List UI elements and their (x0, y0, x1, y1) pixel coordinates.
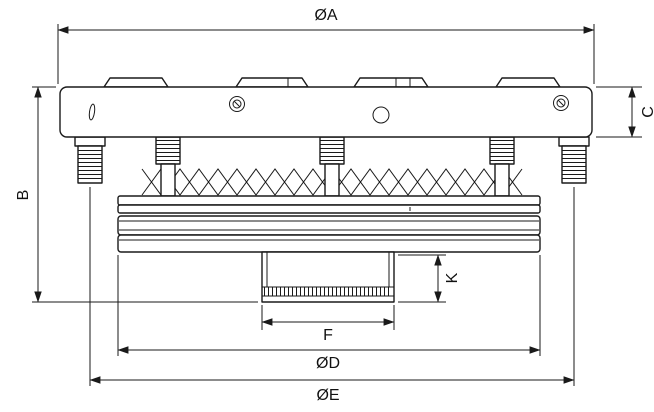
slot-hole (88, 103, 96, 121)
dim-thickness-c: C (596, 86, 654, 138)
screw-hole-right (553, 95, 569, 111)
dim-e-label: ØE (316, 387, 339, 404)
center-hole (372, 106, 390, 124)
dim-a-label: ØA (314, 7, 337, 24)
rivet-bolt-right (489, 136, 515, 197)
disc-band-3 (117, 215, 541, 236)
disc-band-1 (117, 195, 541, 206)
disc-stack (117, 195, 541, 253)
rivet-bolt-center (319, 136, 345, 197)
mounting-tab-2 (235, 77, 309, 88)
dim-diameter-d: ØD (117, 255, 541, 372)
dim-c-label: C (640, 106, 654, 118)
dim-width-f: F (261, 305, 395, 344)
dim-f-label: F (323, 327, 333, 344)
disc-band-2 (117, 204, 541, 214)
screw-hole-left (229, 96, 245, 112)
rivet-bolt-left (155, 136, 181, 197)
disc-band-4 (117, 234, 541, 253)
mounting-tab-1 (103, 77, 169, 88)
dim-height-b: B (15, 86, 258, 303)
dim-diameter-e: ØE (89, 187, 575, 404)
stud-right (558, 136, 590, 184)
dim-b-label: B (15, 190, 32, 201)
cover-flange (59, 77, 593, 138)
dim-height-k: K (398, 254, 461, 303)
mounting-tab-3 (353, 77, 429, 88)
dim-d-label: ØD (316, 355, 340, 372)
stud-left (74, 136, 106, 184)
flange-outline (59, 86, 593, 138)
mounting-tab-4 (495, 77, 561, 88)
dim-diameter-a: ØA (57, 7, 595, 84)
dim-k-label: K (444, 272, 461, 283)
hub (261, 251, 395, 303)
